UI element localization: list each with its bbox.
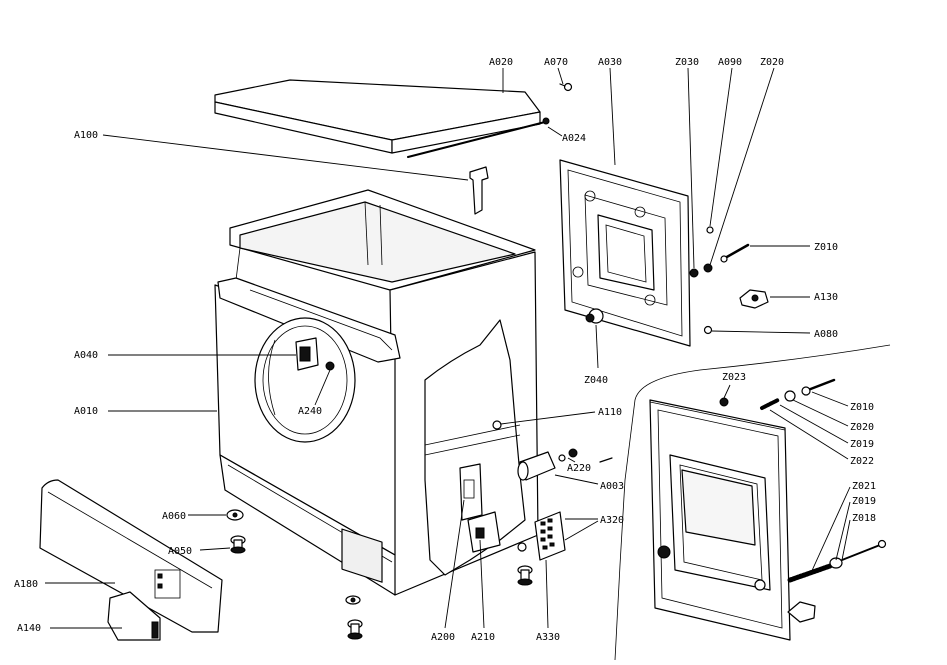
- part-fasteners-door-top: [719, 378, 836, 410]
- part-door-panel: [614, 344, 891, 661]
- callout-a220: A220: [567, 463, 591, 474]
- callout-a090: A090: [718, 57, 742, 68]
- callout-z030: Z030: [675, 57, 699, 68]
- part-door-latch: [295, 337, 319, 371]
- callout-a100: A100: [74, 130, 98, 141]
- callout-a200: A200: [431, 632, 455, 643]
- callout-z021: Z021: [852, 481, 876, 492]
- callout-a050: A050: [168, 546, 192, 557]
- part-vent-plate: [517, 511, 566, 561]
- leader-lines: [45, 67, 851, 629]
- callout-a140: A140: [17, 623, 41, 634]
- callout-a060: A060: [162, 511, 186, 522]
- callout-a024: A024: [562, 133, 586, 144]
- callout-a020: A020: [489, 57, 513, 68]
- part-fasteners-upper: [689, 226, 750, 278]
- callout-z023: Z023: [722, 372, 746, 383]
- callout-a070: A070: [544, 57, 568, 68]
- part-clip-a130: [739, 289, 769, 309]
- callout-z010-door: Z010: [850, 402, 874, 413]
- part-damper: [517, 448, 613, 481]
- callout-a330: A330: [536, 632, 560, 643]
- part-a110: [492, 420, 502, 430]
- callout-a210: A210: [471, 632, 495, 643]
- part-feet: [226, 509, 533, 640]
- callout-labels: A020 A070 A030 Z030 A090 Z020 A100 A024 …: [14, 57, 876, 643]
- part-kick-panel: [39, 479, 223, 633]
- part-spring-assembly: [787, 539, 887, 623]
- callout-z020-door: Z020: [850, 422, 874, 433]
- callout-a010: A010: [74, 406, 98, 417]
- callout-a003: A003: [600, 481, 624, 492]
- callout-a080: A080: [814, 329, 838, 340]
- part-hinge-brackets: [459, 463, 501, 553]
- part-bracket: [469, 166, 489, 215]
- callout-a130: A130: [814, 292, 838, 303]
- callout-a320: A320: [600, 515, 624, 526]
- callout-z022: Z022: [850, 456, 874, 467]
- callout-z010-top: Z010: [814, 242, 838, 253]
- callout-a240: A240: [298, 406, 322, 417]
- callout-a030: A030: [598, 57, 622, 68]
- part-top-lid: [214, 79, 541, 154]
- callout-a110: A110: [598, 407, 622, 418]
- part-screw-a070: [559, 82, 573, 92]
- part-screw-a080: [703, 325, 713, 335]
- part-rear-panel: [559, 159, 691, 347]
- part-cabinet: [214, 189, 539, 596]
- callout-a040: A040: [74, 350, 98, 361]
- part-tie-rod: [407, 117, 550, 158]
- callout-z019-upper: Z019: [850, 439, 874, 450]
- callout-z018: Z018: [852, 513, 876, 524]
- part-a240: [325, 361, 335, 371]
- callout-a180: A180: [14, 579, 38, 590]
- callout-z040: Z040: [584, 375, 608, 386]
- callout-z020-top: Z020: [760, 57, 784, 68]
- callout-z019-lower: Z019: [852, 496, 876, 507]
